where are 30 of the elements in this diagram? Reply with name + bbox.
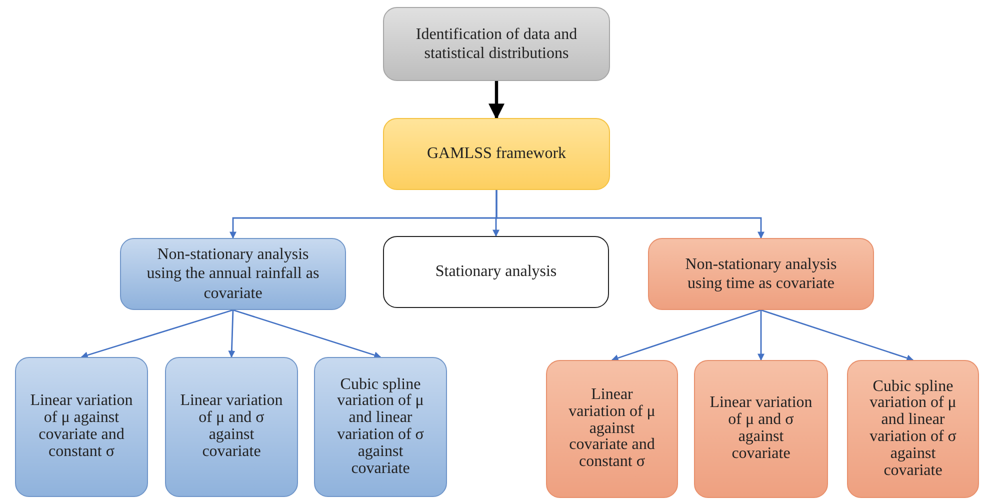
arrow xyxy=(611,309,762,362)
process-box xyxy=(546,360,678,498)
process-box xyxy=(15,357,148,497)
arrow xyxy=(228,310,236,358)
arrow xyxy=(232,309,382,358)
process-box xyxy=(314,357,447,497)
arrow xyxy=(80,309,234,358)
process-box xyxy=(694,360,828,498)
box-text: Linear variation of μ and σ against covariate xyxy=(709,395,813,463)
process-box xyxy=(847,360,979,498)
process-box xyxy=(120,238,346,310)
process-box xyxy=(165,357,298,497)
process-box xyxy=(648,238,874,310)
box-text: GAMLSS framework xyxy=(426,144,566,164)
arrow xyxy=(758,310,764,361)
process-box xyxy=(383,236,609,308)
box-text: Stationary analysis xyxy=(435,262,557,282)
box-text: Cubic spline variation of μ and linear variation of σ against covariate xyxy=(336,376,425,478)
box-text: Cubic spline variation of μ and linear variation of σ against covariate xyxy=(868,378,958,480)
box-text: Non-stationary analysis using time as covariate xyxy=(684,254,838,294)
box-text: Non-stationary analysis using the annual rainfall as covariate xyxy=(146,245,320,303)
box-text: Linear variation of μ against covariate and constant σ xyxy=(30,393,133,461)
box-text: Linear variation of μ against covariate and constant σ xyxy=(568,387,656,471)
arrow xyxy=(496,190,764,239)
process-box xyxy=(383,118,610,190)
process-box xyxy=(383,7,610,81)
box-text: Linear variation of μ and σ against covariate xyxy=(180,393,283,461)
arrow xyxy=(488,81,504,120)
arrow xyxy=(760,309,914,362)
box-text: Identification of data and statistical distributions xyxy=(414,24,578,64)
